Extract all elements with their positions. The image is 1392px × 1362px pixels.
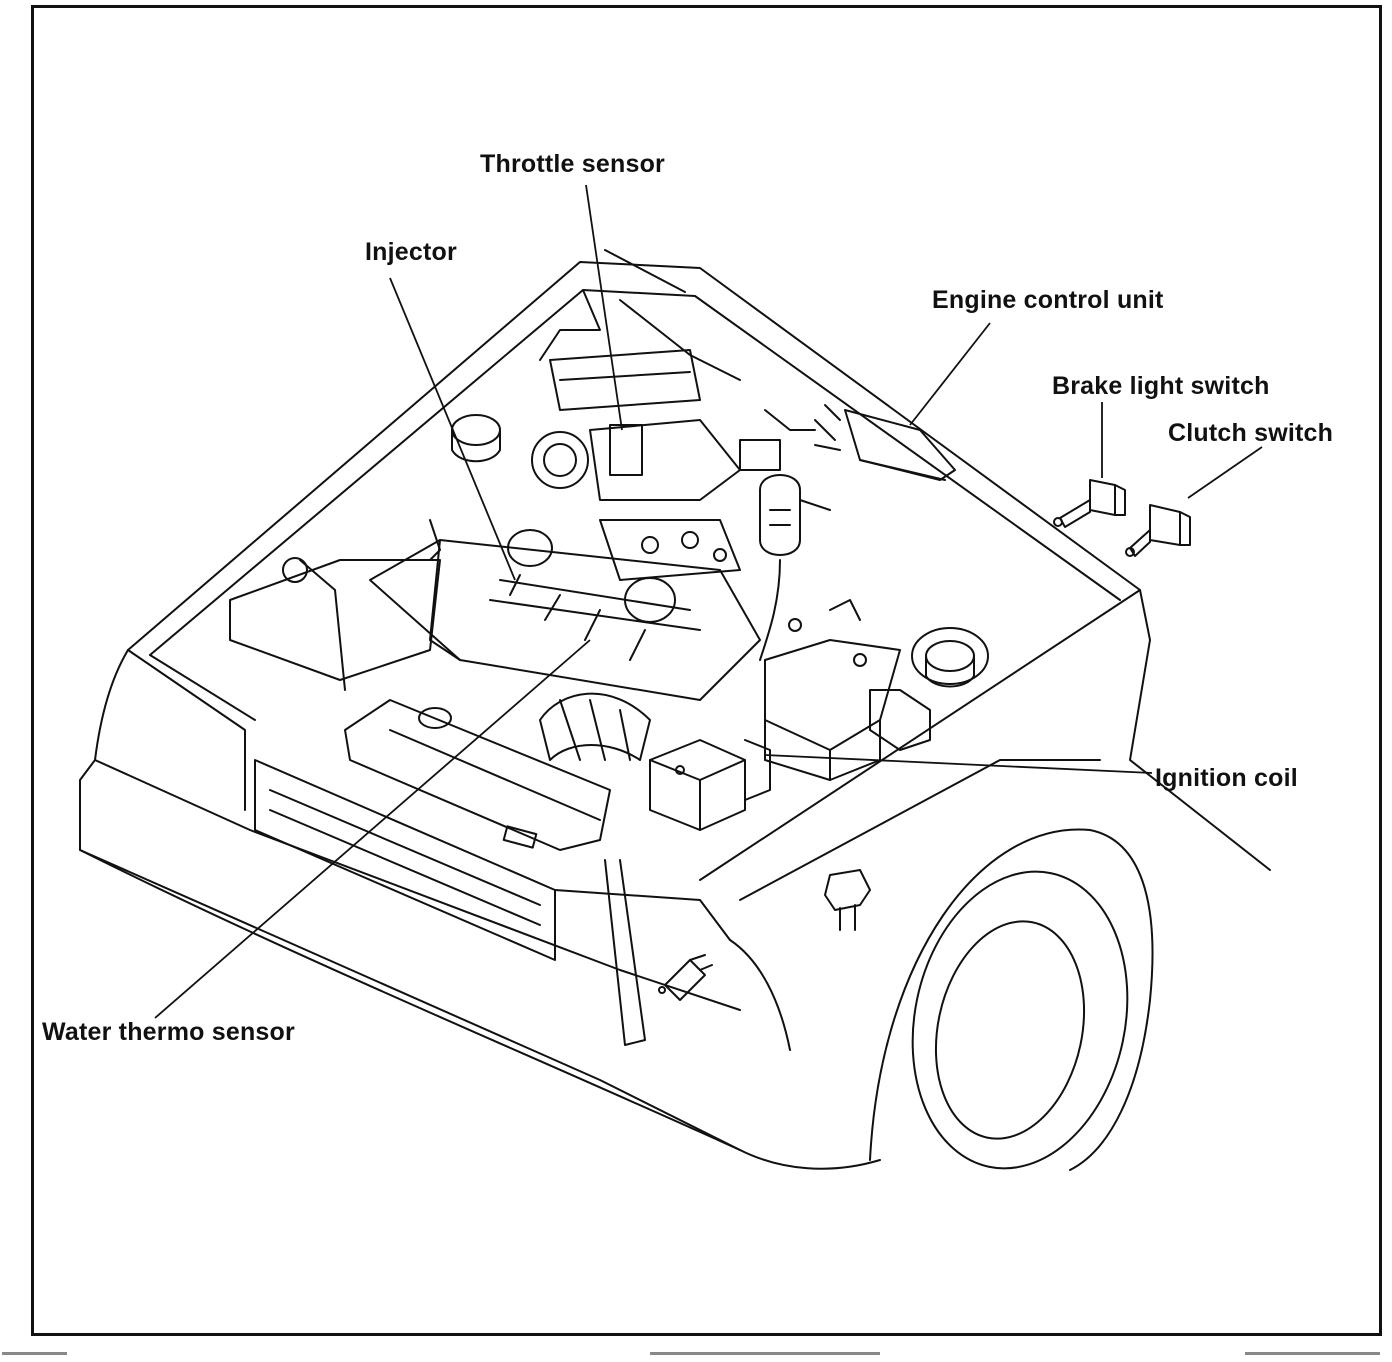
water-thermo-sensor-label: Water thermo sensor [42, 1018, 295, 1046]
radiator [344, 692, 651, 851]
injector-label: Injector [365, 238, 457, 266]
engine-block [369, 529, 761, 701]
ignition-coil-label: Ignition coil [1155, 764, 1298, 792]
intake-manifold [531, 349, 741, 581]
car-body [79, 589, 1271, 1170]
fender-sensor [824, 869, 871, 931]
brake-switch-illustration [1053, 479, 1126, 528]
footer-marks [2, 1352, 1380, 1355]
battery [764, 599, 931, 781]
front-wheel [869, 828, 1154, 1171]
clutch-switch-label: Clutch switch [1168, 419, 1334, 447]
bumper-sensor [658, 954, 713, 1001]
coil-housing [649, 739, 771, 831]
air-cleaner [229, 519, 441, 691]
engine-control-unit-label: Engine control unit [932, 286, 1164, 314]
throttle-sensor-label: Throttle sensor [480, 150, 665, 178]
ecu-unit [739, 404, 956, 481]
diagram-frame [31, 5, 1382, 1336]
leader-lines [154, 184, 1263, 1019]
clutch-switch-illustration [1125, 504, 1191, 557]
distributor [759, 474, 831, 661]
brake-light-switch-label: Brake light switch [1052, 372, 1270, 400]
